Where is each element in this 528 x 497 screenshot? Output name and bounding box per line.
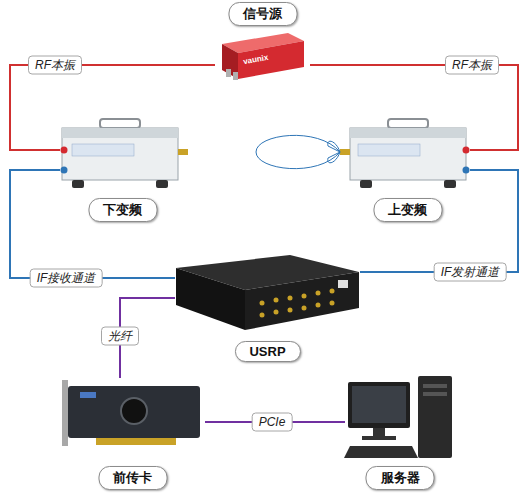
device-label: 服务器	[366, 466, 435, 490]
tower-case	[418, 376, 452, 458]
side-lobe	[328, 152, 340, 163]
keyboard	[344, 446, 418, 458]
device-label: 前传卡	[98, 466, 167, 490]
device-label: 信号源	[228, 2, 297, 26]
drive-bay	[423, 384, 447, 388]
signal-line	[310, 65, 518, 150]
monitor-stand	[373, 428, 385, 436]
device-end	[222, 44, 238, 79]
device-foot	[72, 180, 84, 188]
usrp-device	[176, 255, 359, 330]
device-node: 前传卡	[60, 378, 205, 490]
device-plate	[72, 144, 134, 156]
if-port	[61, 167, 68, 174]
antenna-port	[340, 149, 350, 155]
device-node: USRP	[175, 250, 360, 362]
signal-line	[10, 170, 175, 278]
rf-port	[61, 147, 68, 154]
side-lobe	[328, 141, 340, 152]
sma-connector	[233, 72, 238, 80]
device-plate	[358, 144, 420, 156]
device-foot	[360, 180, 372, 188]
line-label: 光纤	[101, 327, 139, 346]
sma-port	[302, 306, 307, 311]
device-node: 信号源	[215, 2, 310, 82]
device-label: 下变频	[88, 198, 157, 222]
signal-line	[10, 65, 215, 150]
signal-generator	[222, 33, 304, 80]
sma-port	[274, 298, 279, 303]
rf-port	[463, 147, 470, 154]
server-computer	[344, 376, 452, 458]
device-body	[62, 128, 178, 180]
line-label: IF发射通道	[434, 263, 507, 282]
sma-port	[330, 289, 335, 294]
handle	[388, 119, 428, 128]
sma-port	[330, 301, 335, 306]
sma-port	[316, 291, 321, 296]
logo-badge	[338, 280, 348, 288]
sma-port	[260, 313, 265, 318]
sma-port	[288, 296, 293, 301]
signal-line	[360, 170, 518, 272]
line-label: IF接收通道	[30, 269, 103, 288]
card-bracket	[62, 380, 68, 446]
device-front	[238, 41, 304, 79]
antenna-port	[178, 149, 188, 155]
sma-port	[288, 308, 293, 313]
device-label: USRP	[234, 341, 300, 362]
line-label: RF本振	[28, 56, 82, 75]
if-port	[463, 167, 470, 174]
monitor-screen	[352, 386, 406, 423]
line-label: RF本振	[445, 56, 499, 75]
handle	[100, 119, 140, 128]
device-node: 上变频	[345, 118, 470, 222]
sma-connector	[226, 69, 231, 77]
fronthaul-card	[62, 380, 200, 446]
sma-port	[302, 294, 307, 299]
antenna-pattern	[256, 135, 340, 168]
device-label: 上变频	[373, 198, 442, 222]
up-converter	[340, 119, 470, 188]
card-logo	[80, 392, 96, 398]
gold-fingers	[96, 438, 176, 445]
monitor-base	[362, 436, 396, 440]
line-label: PCIe	[252, 413, 293, 432]
device-side	[176, 268, 245, 330]
device-top	[350, 128, 466, 138]
device-node: 服务器	[345, 372, 455, 490]
device-top	[62, 128, 178, 138]
main-lobe	[256, 135, 340, 168]
card-fan	[121, 398, 147, 424]
monitor-frame	[348, 382, 410, 428]
card-shroud	[68, 386, 200, 438]
sma-port	[274, 310, 279, 315]
sma-port	[316, 303, 321, 308]
drive-bay	[423, 392, 447, 396]
device-foot	[444, 180, 456, 188]
device-body	[350, 128, 466, 180]
device-front	[245, 272, 359, 330]
sma-port	[260, 301, 265, 306]
device-foot	[156, 180, 168, 188]
device-node: 下变频	[60, 118, 185, 222]
down-converter	[61, 119, 189, 188]
